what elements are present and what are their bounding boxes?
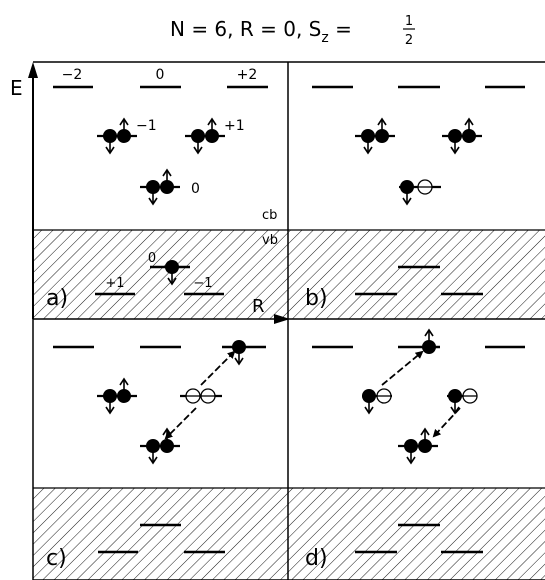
electron-pair-c-left-down [103,389,117,415]
hole-d-left [376,388,392,404]
figure-title: N = 6, R = 0, Sz = 1 2 [170,14,415,48]
position-axis-label: R [252,296,265,317]
level-label-cb-right: +2 [237,67,258,83]
level-label-vb-left: +1 [105,276,124,291]
electron-pair-d-bottom-down [404,439,418,465]
hole-c-1 [185,388,201,404]
electron-a-vb [165,260,179,286]
svg-text:N = 6, R = 0, Sz =: N = 6, R = 0, Sz = [170,17,352,46]
level-label-vb-mid: 0 [148,251,156,266]
panel-label-c: c) [46,546,67,571]
hole-d-right [462,388,478,404]
electron-pair-b-left-up [375,117,389,143]
electron-pair-a-right-down [191,129,205,155]
arrow-c-down [164,407,197,440]
valence-band-top [33,230,545,319]
arrow-d-down [432,407,461,438]
electron-hole-markers [97,117,482,465]
transition-arrows [164,350,461,440]
electron-pair-a-bottom-down [146,180,160,206]
valence-band-bottom [33,488,545,580]
pair-label-bottom: 0 [191,181,200,197]
cb-label: cb [262,208,277,223]
arrow-d-up [381,350,424,386]
level-label-vb-right: −1 [193,276,212,291]
frac-denominator: 2 [405,33,413,48]
electron-b-down [400,180,414,206]
frac-numerator: 1 [405,14,413,29]
energy-axis-label: E [10,76,23,100]
energy-axis: E [10,62,38,319]
electron-pair-a-bottom-up [160,168,174,194]
pair-label-right: +1 [224,118,245,134]
electron-c-excited [232,340,246,366]
electron-pair-a-right-up [205,117,219,143]
panel-label-b: b) [305,286,328,311]
electron-d-right [448,389,462,415]
hole-c-2 [200,388,216,404]
vb-label: vb [262,233,278,248]
hole-b [417,179,433,195]
level-lines [53,85,525,554]
electron-pair-b-left-down [361,129,375,155]
level-label-cb-mid: 0 [156,67,165,83]
electron-pair-a-left-down [103,129,117,155]
electron-pair-b-right-down [448,129,462,155]
arrow-c-up [200,350,236,386]
position-axis: R [252,296,290,324]
electron-pair-b-right-up [462,117,476,143]
level-label-cb-left: −2 [62,67,83,83]
panel-label-a: a) [46,286,68,311]
electron-pair-a-left-up [117,117,131,143]
electron-d-excited [422,328,436,354]
pair-label-left: −1 [136,118,157,134]
electron-pair-d-bottom-up [418,427,432,453]
electron-pair-c-left-up [117,377,131,403]
electron-d-left [362,389,376,415]
panel-label-d: d) [305,546,328,571]
electron-pair-c-bottom-down [146,439,160,465]
